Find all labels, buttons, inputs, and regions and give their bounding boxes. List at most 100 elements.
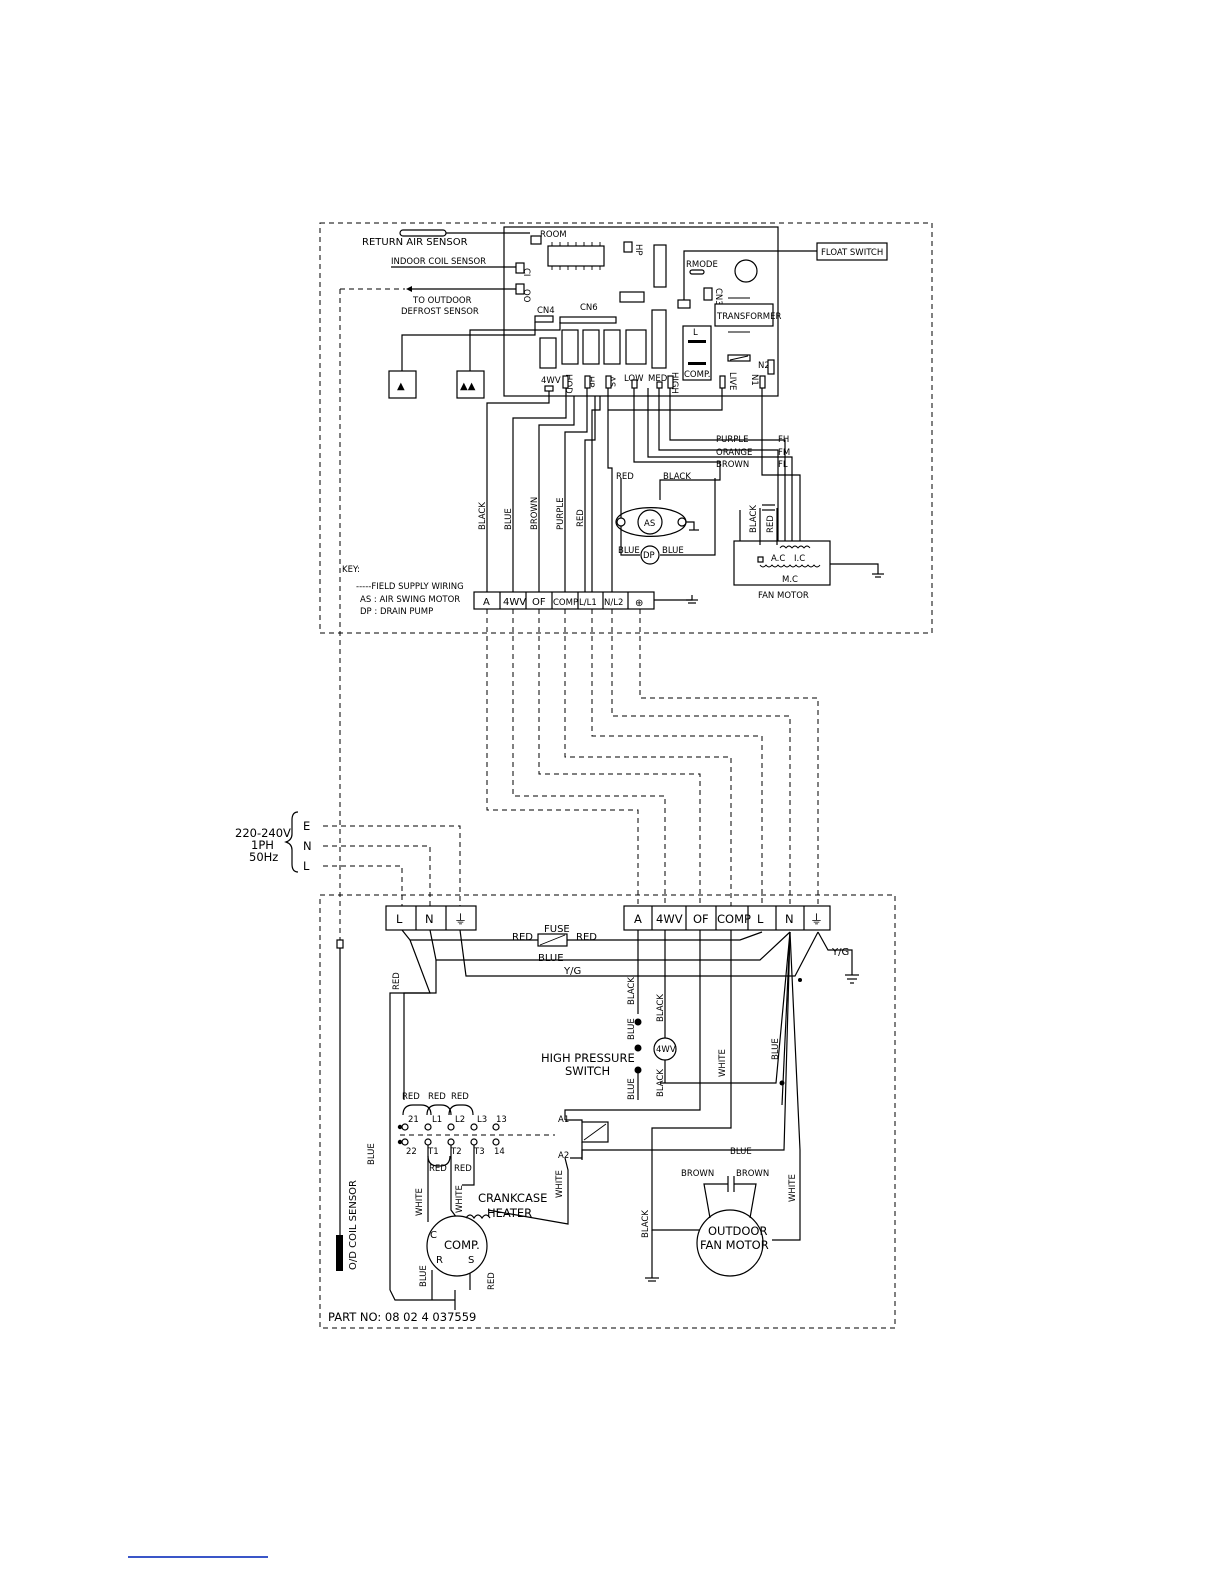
ct-13: 13 xyxy=(496,1115,507,1125)
4wv-black-bottom: BLACK xyxy=(656,1069,666,1097)
as-black-label: BLACK xyxy=(663,472,691,482)
fan-motor-box xyxy=(733,540,831,586)
buzzer-icon xyxy=(734,259,758,283)
fan-motor-label: FAN MOTOR xyxy=(758,591,809,601)
wire-purple: PURPLE xyxy=(556,498,566,531)
hp-label: HP xyxy=(633,244,643,256)
of-white-label: WHITE xyxy=(718,1049,728,1077)
outdoor-term-a: A xyxy=(634,912,642,926)
blue-main-label: BLUE xyxy=(538,953,564,964)
hp-blue-label-2: BLUE xyxy=(627,1078,637,1100)
dp-label: DP xyxy=(643,551,655,561)
contactor-red-3: RED xyxy=(451,1092,469,1102)
supply-phase: 1PH xyxy=(251,838,274,852)
outdoor-term-comp: COMP xyxy=(717,912,751,926)
outdoor-term-l: L xyxy=(757,912,764,926)
outdoor-term-of: OF xyxy=(693,912,709,926)
wire-black: BLACK xyxy=(478,502,488,530)
heater-white: WHITE xyxy=(555,1170,565,1198)
float-switch-label: FLOAT SWITCH xyxy=(821,248,883,258)
cb-22: 22 xyxy=(406,1147,417,1157)
indoor-terminal-of: OF xyxy=(532,597,546,608)
pin-high: HIGH xyxy=(669,372,679,394)
outdoor-fan-motor-icon xyxy=(696,1209,764,1277)
outdoor-term-n: N xyxy=(785,912,794,926)
a2-label: A2 xyxy=(558,1151,569,1161)
comp-relay-label: COMP. xyxy=(684,370,710,380)
as-label: AS xyxy=(644,519,655,529)
drain-pump-icon xyxy=(640,545,660,565)
yg-earth-label: Y/G xyxy=(831,947,849,958)
transformer xyxy=(714,303,774,327)
relay-hod xyxy=(561,329,579,365)
defrost-label-2: DEFROST SENSOR xyxy=(401,307,479,317)
od-coil-sensor-label: O/D COIL SENSOR xyxy=(348,1180,359,1270)
defrost-label-1: TO OUTDOOR xyxy=(412,296,472,306)
double-triangle-icon: ▲▲ xyxy=(460,381,476,392)
comp-white-1: WHITE xyxy=(415,1188,425,1216)
air-swing-motor-icon xyxy=(637,509,663,535)
cb-t1: T1 xyxy=(427,1147,439,1157)
ct-l3: L3 xyxy=(477,1115,487,1125)
hps-label-1: HIGH PRESSURE xyxy=(541,1051,635,1065)
ct-l2: L2 xyxy=(455,1115,465,1125)
contactor: RED RED RED 21 L1 L2 L3 13 22 T1 T2 T3 1… xyxy=(397,1092,555,1174)
n2-connector xyxy=(767,359,775,375)
as-red-label: RED xyxy=(616,472,634,482)
ofm-brown-right: BROWN xyxy=(736,1169,769,1179)
outdoor-power-wiring xyxy=(389,929,859,1290)
orange-label: ORANGE xyxy=(716,448,752,458)
relay-hp xyxy=(582,329,600,365)
room-connector xyxy=(530,235,542,245)
purple-label: PURPLE xyxy=(716,435,749,445)
pin-live: LIVE xyxy=(727,372,737,390)
board-pin-labels: 4WV HOD HP AS LOW MED HIGH LIVE N1 xyxy=(541,372,766,394)
comp-r-label: R xyxy=(436,1255,443,1266)
cn3-label: CN3 xyxy=(713,288,723,306)
comp-c-label: C xyxy=(430,1230,437,1241)
fm-label: FM xyxy=(778,448,790,458)
pin-low: LOW xyxy=(624,374,644,384)
indoor-terminal-l1: L/L1 xyxy=(579,598,597,608)
ofm-white: WHITE xyxy=(788,1174,798,1202)
oo-label: OO xyxy=(521,289,531,303)
indoor-wire-labels: BLACK BLUE BROWN PURPLE RED xyxy=(478,497,586,530)
indoor-terminal-4wv: 4WV xyxy=(503,597,526,608)
fan-red-label: RED xyxy=(766,515,776,533)
ci-connector xyxy=(515,262,525,274)
indoor-unit-boundary xyxy=(319,222,933,634)
4wv-black-top: BLACK xyxy=(656,994,666,1022)
relay-as xyxy=(603,329,621,365)
outdoor-left-l: L xyxy=(396,912,403,926)
wire-blue: BLUE xyxy=(504,508,514,530)
indoor-terminal-n2: N/L2 xyxy=(604,598,623,608)
od-coil-sensor-icon xyxy=(336,1235,343,1271)
field-supply-wiring xyxy=(323,288,819,940)
comp-blue: BLUE xyxy=(419,1265,429,1287)
wire-brown: BROWN xyxy=(530,497,540,530)
outdoor-left-earth: ⏚ xyxy=(454,913,467,928)
pin-4wv: 4WV xyxy=(541,376,561,386)
small-chip xyxy=(619,291,645,303)
cb-14: 14 xyxy=(494,1147,505,1157)
mc-label: M.C xyxy=(782,575,798,585)
supply-e: E xyxy=(303,819,310,833)
indoor-coil-sensor-label: INDOOR COIL SENSOR xyxy=(391,257,486,267)
supply-n: N xyxy=(303,839,312,853)
indoor-wiring xyxy=(486,388,801,592)
four-way-valve-icon xyxy=(653,1037,677,1061)
a1-label: A1 xyxy=(558,1115,569,1125)
relay-high xyxy=(651,309,667,369)
outdoor-term-earth: ⏚ xyxy=(810,913,823,928)
cn6-label: CN6 xyxy=(580,303,598,313)
4wv-coil-label: 4WV xyxy=(656,1045,676,1055)
return-air-sensor-icon xyxy=(399,229,447,237)
brown-label: BROWN xyxy=(716,460,749,470)
coil-blue-label: BLUE xyxy=(730,1147,752,1157)
transformer-label: TRANSFORMER xyxy=(716,312,782,322)
yg-main-label: Y/G xyxy=(563,966,581,977)
key-title: KEY: xyxy=(342,565,360,575)
cn6-connector xyxy=(559,316,617,324)
cn4-label: CN4 xyxy=(537,306,555,316)
